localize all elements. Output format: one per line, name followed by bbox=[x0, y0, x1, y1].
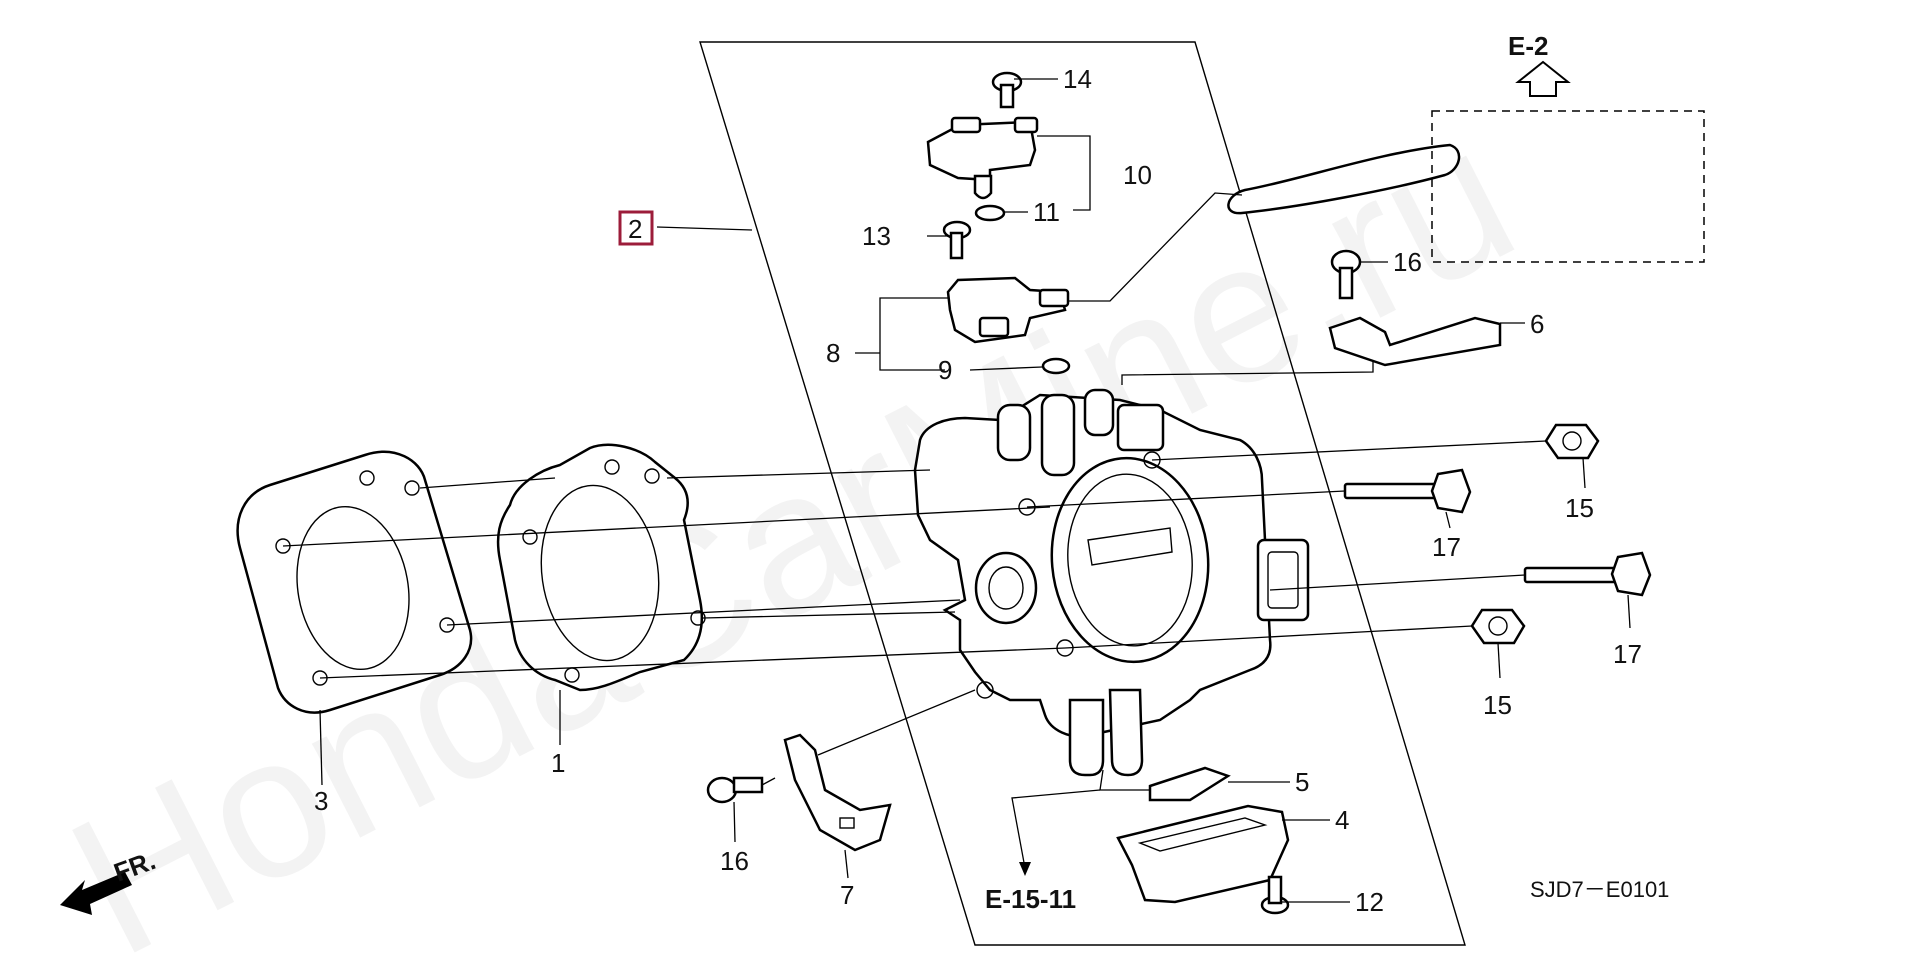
ref-e-15-11[interactable]: E-15-11 bbox=[985, 884, 1076, 914]
nut-15-lower[interactable] bbox=[1470, 608, 1526, 645]
bracket-7[interactable] bbox=[783, 733, 892, 852]
callout-11[interactable]: 11 bbox=[1033, 197, 1060, 227]
diagram-code: SJD7－E0101 bbox=[1530, 877, 1669, 902]
cover-4[interactable] bbox=[1116, 804, 1290, 904]
throttle-body[interactable] bbox=[913, 388, 1310, 777]
callout-2-highlighted[interactable]: 2 bbox=[618, 210, 654, 246]
front-arrow-icon bbox=[60, 872, 132, 915]
callout-6[interactable]: 6 bbox=[1530, 309, 1544, 339]
callout-13[interactable]: 13 bbox=[862, 221, 891, 251]
gasket-1[interactable] bbox=[496, 443, 706, 692]
assembly-outline bbox=[699, 41, 1466, 946]
callout-16-lower[interactable]: 16 bbox=[720, 846, 749, 876]
bolt-16-upper[interactable] bbox=[1330, 249, 1362, 300]
callout-8[interactable]: 8 bbox=[826, 338, 840, 368]
svg-text:2: 2 bbox=[628, 214, 642, 244]
callout-17-lower[interactable]: 17 bbox=[1613, 639, 1642, 669]
bolt-14[interactable] bbox=[991, 71, 1023, 109]
callout-7[interactable]: 7 bbox=[840, 880, 854, 910]
hose-callout-box bbox=[1431, 110, 1705, 263]
o-ring-9[interactable] bbox=[1041, 357, 1071, 375]
bolt-17-lower[interactable] bbox=[1523, 551, 1652, 597]
callout-15-upper[interactable]: 15 bbox=[1565, 493, 1594, 523]
callout-3[interactable]: 3 bbox=[314, 786, 328, 816]
callout-12[interactable]: 12 bbox=[1355, 887, 1384, 917]
screw-13[interactable] bbox=[942, 220, 972, 260]
bolt-17-upper[interactable] bbox=[1343, 468, 1472, 514]
callout-14[interactable]: 14 bbox=[1063, 64, 1092, 94]
nut-15-upper[interactable] bbox=[1544, 423, 1600, 460]
screw-12[interactable] bbox=[1260, 875, 1290, 915]
bolt-16-lower[interactable] bbox=[706, 776, 764, 804]
callout-17-upper[interactable]: 17 bbox=[1432, 532, 1461, 562]
gasket-5[interactable] bbox=[1148, 766, 1231, 802]
map-sensor-10[interactable] bbox=[926, 116, 1039, 200]
iat-sensor-8[interactable] bbox=[946, 276, 1070, 344]
callout-1[interactable]: 1 bbox=[551, 748, 565, 778]
callout-10[interactable]: 10 bbox=[1123, 160, 1152, 190]
vacuum-hose[interactable] bbox=[1227, 143, 1461, 215]
ref-e-2[interactable]: E-2 bbox=[1508, 31, 1548, 61]
bracket-6[interactable] bbox=[1328, 316, 1502, 367]
callout-16-upper[interactable]: 16 bbox=[1393, 247, 1422, 277]
callout-9[interactable]: 9 bbox=[938, 355, 952, 385]
e-2-up-arrow bbox=[1515, 60, 1571, 97]
leader-lines bbox=[282, 78, 1631, 903]
callout-15-lower[interactable]: 15 bbox=[1483, 690, 1512, 720]
callout-4[interactable]: 4 bbox=[1335, 805, 1349, 835]
callout-5[interactable]: 5 bbox=[1295, 767, 1309, 797]
o-ring-11[interactable] bbox=[974, 204, 1006, 222]
e-15-11-arrowhead bbox=[1019, 862, 1031, 876]
